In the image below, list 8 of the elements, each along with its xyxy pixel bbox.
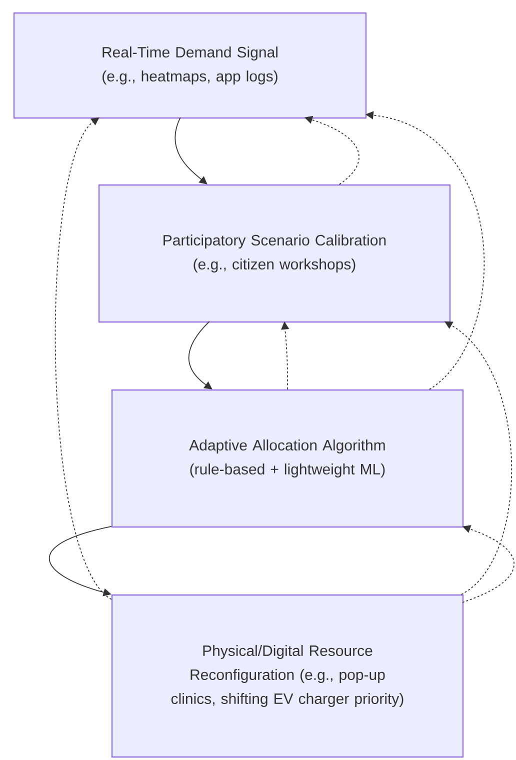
process-box: Real-Time Demand Signal (e.g., heatmaps, app logs)	[13, 12, 367, 119]
arrow	[48, 526, 112, 596]
arrow	[188, 320, 212, 390]
arrow	[174, 116, 208, 184]
process-box: Physical/Digital Resource Reconfiguration (e.g., pop-up clinics, shifting EV charger priority)	[111, 594, 464, 758]
process-box: Adaptive Allocation Algorithm (rule-based + lightweight ML)	[111, 389, 464, 528]
process-box: Participatory Scenario Calibration (e.g., citizen workshops)	[98, 184, 451, 323]
arrow	[462, 525, 514, 603]
